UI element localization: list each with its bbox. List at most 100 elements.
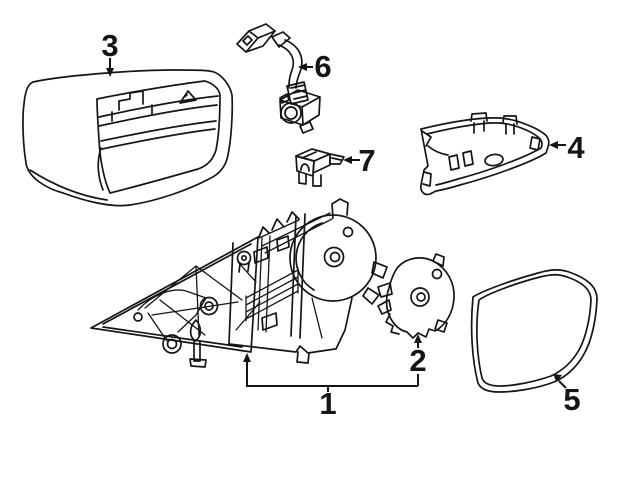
- cover-tab-stems: [473, 120, 515, 135]
- callout-4-number: 4: [567, 130, 585, 165]
- cover-oval-hole: [484, 153, 504, 167]
- housing-band-upper: [98, 95, 219, 127]
- base-triangle-inset-top: [102, 243, 252, 325]
- frame-spike-base: [258, 219, 300, 239]
- callout-6: 6: [298, 49, 332, 84]
- motor-plate-tab-2: [362, 287, 380, 305]
- bracket-top-face: [295, 148, 331, 162]
- callout-5: 5: [553, 374, 581, 417]
- cover-hook-inner: [422, 171, 432, 187]
- bracket-wedge-tab: [329, 153, 345, 165]
- motor-top-tab: [432, 253, 445, 267]
- frame-tower: [331, 198, 349, 219]
- bracket-legs: [298, 170, 322, 187]
- bushing-1-outer: [199, 296, 219, 316]
- plate-bottom-connect: [335, 297, 353, 350]
- part-5-mirror-glass: [470, 269, 598, 393]
- callout-7-number: 7: [358, 143, 375, 178]
- callout-3-arrowhead: [106, 68, 114, 77]
- callout-7-arrowhead: [343, 156, 352, 164]
- callout-1-bracket: [246, 360, 418, 387]
- callout-2-number: 2: [409, 343, 426, 378]
- bushing-1-inner: [204, 301, 214, 311]
- housing-rim-curve: [97, 147, 104, 191]
- connector-plug-edges: [245, 30, 276, 53]
- part-7-clip-bracket: [295, 148, 345, 187]
- frame-slats: [245, 267, 299, 322]
- brace-truss: [144, 265, 243, 337]
- motor-wing-1: [377, 282, 393, 298]
- part-2-mirror-motor: [377, 253, 455, 339]
- callout-1-arrowhead: [243, 353, 251, 362]
- camera-lens-inner: [284, 106, 298, 120]
- brace-wishbone: [137, 289, 207, 342]
- bushing-2-outer: [162, 334, 182, 354]
- cover-top-tabs: [470, 112, 518, 125]
- bracket-arch: [300, 163, 310, 172]
- callout-6-arrowhead: [298, 63, 307, 71]
- cover-inner-rim: [426, 122, 543, 186]
- frame-small-rects: [253, 235, 290, 331]
- callout-6-number: 6: [314, 49, 331, 84]
- housing-band-ticks: [111, 104, 153, 122]
- frame-ear-outer: [236, 250, 252, 266]
- callout-5-number: 5: [563, 382, 580, 417]
- connector-plug-outline: [236, 23, 276, 53]
- frame-bottom-edge: [228, 343, 336, 354]
- plate-frame-link: [311, 297, 323, 339]
- base-apex-hole: [133, 312, 143, 322]
- frame-rails: [261, 212, 333, 254]
- callout-5-line: [558, 380, 567, 389]
- frame-left-edge: [228, 242, 234, 345]
- cover-slots: [448, 136, 541, 171]
- motor-plate-inner-arc: [295, 222, 323, 291]
- motor-hole: [431, 268, 443, 280]
- housing-clip-triangle: [179, 90, 197, 104]
- glass-inner-outline: [476, 273, 592, 387]
- housing-outer-shell: [22, 69, 234, 207]
- bushing-2-inner: [166, 338, 178, 350]
- cover-tip-fold: [421, 130, 432, 147]
- motor-steps: [385, 313, 400, 335]
- part-3-mirror-housing-cover: [22, 69, 234, 207]
- bracket-right-face: [312, 153, 331, 174]
- callout-2-arrowhead: [414, 334, 422, 343]
- part-4-housing-lower-cover: [420, 112, 550, 196]
- frame-bottom-tab: [296, 351, 310, 364]
- cable-block: [286, 81, 309, 105]
- frame-ear-hole: [240, 254, 248, 262]
- motor-plate-hole: [342, 226, 354, 238]
- part-1-mirror-bracket-assembly: [90, 198, 388, 368]
- callout-3-number: 3: [101, 28, 118, 63]
- callout-4-arrowhead: [549, 141, 558, 149]
- bracket-top-detail: [301, 151, 317, 159]
- callout-3: 3: [101, 28, 119, 77]
- camera-top-tab: [279, 93, 290, 104]
- motor-plate-hub-inner: [329, 251, 341, 263]
- camera-lens-outer: [280, 102, 302, 124]
- motor-wing-2: [377, 299, 392, 315]
- motor-plate-hub-outer: [323, 246, 345, 268]
- callout-5-arrowhead: [553, 374, 562, 382]
- cover-left-wall: [427, 145, 449, 156]
- part-6-camera-cable-assembly: [236, 23, 321, 134]
- callout-2: 2: [409, 334, 427, 386]
- callout-1: 1: [243, 353, 418, 421]
- housing-band-tab: [118, 90, 144, 111]
- frame-top-spikes: [258, 211, 300, 238]
- connector-collar: [271, 31, 291, 48]
- base-triangle-inset-bottom: [102, 326, 243, 348]
- motor-outline: [385, 257, 455, 339]
- motor-plate-tab-1: [371, 261, 388, 279]
- callout-1-number: 1: [319, 386, 336, 421]
- hanging-strip: [189, 340, 207, 368]
- motor-bottom-tab: [434, 319, 448, 333]
- cable-inner: [278, 44, 295, 89]
- connector-plug-hole: [242, 35, 253, 46]
- callout-7: 7: [343, 143, 376, 178]
- motor-hub-inner: [416, 292, 426, 302]
- frame-diag-braces: [235, 261, 261, 331]
- frame-ear-stem: [238, 262, 250, 273]
